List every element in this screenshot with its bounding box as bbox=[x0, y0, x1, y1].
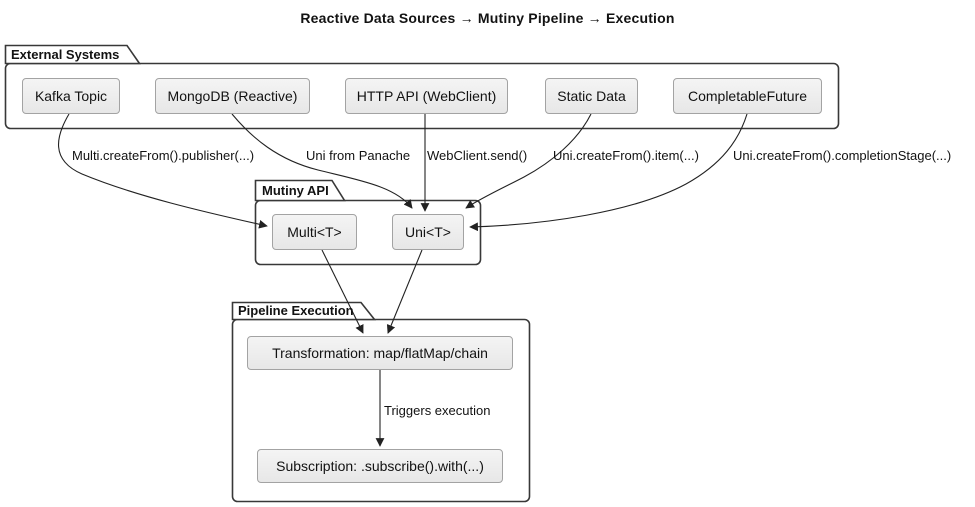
mutiny-api-frame-tab bbox=[254, 179, 346, 202]
pipeline-execution-frame-label: Pipeline Execution bbox=[238, 303, 354, 318]
edge-label-mongo-uni: Uni from Panache bbox=[306, 148, 411, 163]
diagram-title: Reactive Data Sources → Mutiny Pipeline … bbox=[300, 10, 675, 26]
external-systems-frame-label: External Systems bbox=[11, 47, 120, 62]
node-uni: Uni<T> bbox=[392, 214, 464, 250]
node-transformation: Transformation: map/flatMap/chain bbox=[247, 336, 513, 370]
node-kafka-topic: Kafka Topic bbox=[22, 78, 120, 114]
external-systems-frame-tab bbox=[4, 44, 142, 65]
node-multi: Multi<T> bbox=[272, 214, 357, 250]
pipeline-execution-frame-tab bbox=[231, 301, 377, 321]
edge-label-kafka-multi: Multi.createFrom().publisher(...) bbox=[72, 148, 255, 163]
edge-label-static-uni: Uni.createFrom().item(...) bbox=[553, 148, 699, 163]
mutiny-api-frame-label: Mutiny API bbox=[262, 183, 329, 198]
edge-static-to-uni bbox=[465, 113, 592, 209]
node-completable-future: CompletableFuture bbox=[673, 78, 822, 114]
edge-label-http-uni: WebClient.send() bbox=[427, 148, 528, 163]
node-mongodb-reactive: MongoDB (Reactive) bbox=[155, 78, 310, 114]
edge-mongodb-to-uni bbox=[231, 113, 413, 209]
edge-uni-to-transformation bbox=[386, 249, 423, 334]
edge-future-to-uni bbox=[469, 113, 748, 232]
edge-multi-to-transformation bbox=[321, 249, 364, 334]
node-subscription: Subscription: .subscribe().with(...) bbox=[257, 449, 503, 483]
node-http-api-webclient: HTTP API (WebClient) bbox=[345, 78, 508, 114]
node-static-data: Static Data bbox=[545, 78, 638, 114]
edge-label-future-uni: Uni.createFrom().completionStage(...) bbox=[733, 148, 952, 163]
edge-kafka-to-multi bbox=[58, 113, 268, 229]
edge-label-triggers-execution: Triggers execution bbox=[384, 403, 491, 418]
